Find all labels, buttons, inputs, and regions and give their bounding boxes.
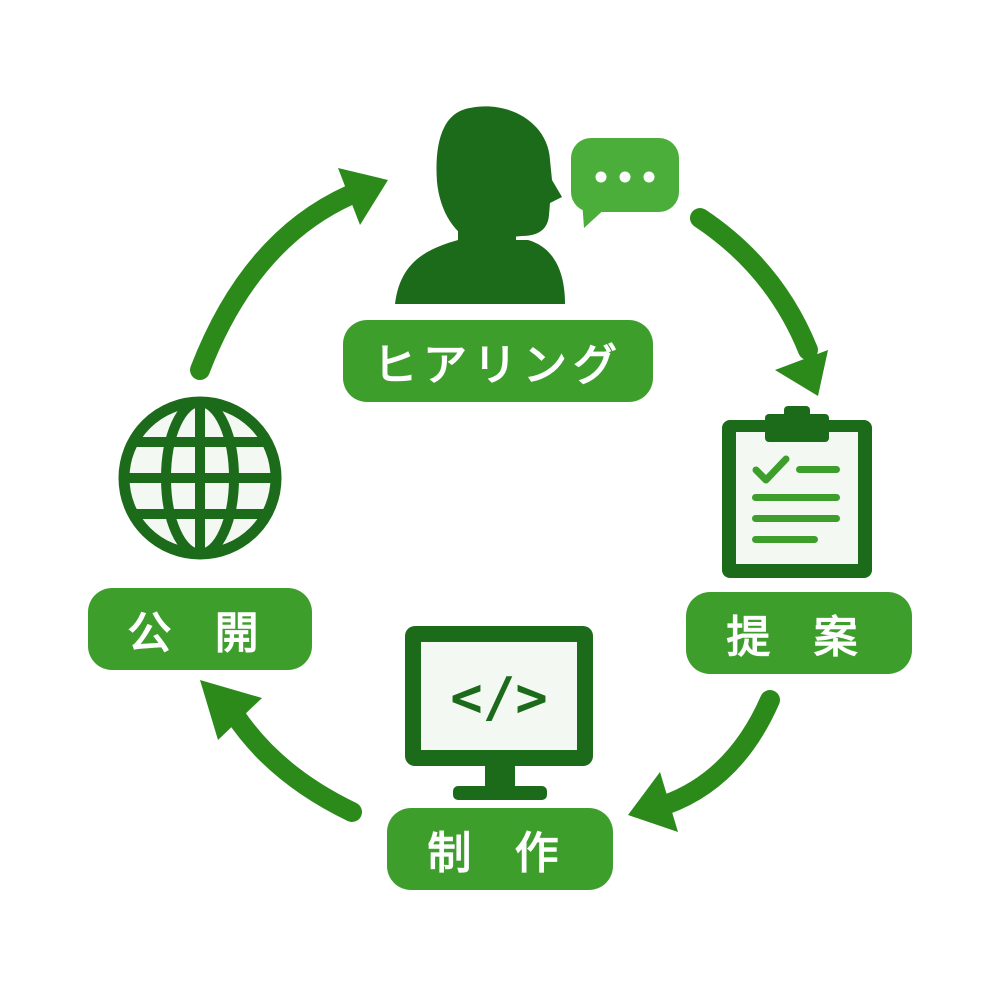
arrow-proposal-to-production (628, 690, 780, 832)
person-speech-icon (395, 106, 679, 304)
monitor-code-icon: </> (405, 626, 593, 800)
step-label-hearing: ヒアリング (343, 320, 653, 402)
code-symbol-text: </> (450, 666, 548, 729)
globe-icon (118, 396, 282, 560)
clipboard-checklist-icon (722, 406, 872, 578)
step-label-proposal: 提 案 (686, 592, 912, 674)
arrow-hearing-to-proposal (690, 208, 828, 396)
check-mark-icon (752, 455, 790, 484)
step-label-publish: 公 開 (88, 588, 312, 670)
speech-bubble-icon (571, 138, 679, 228)
person-icon (395, 106, 565, 304)
step-label-production: 制 作 (387, 808, 613, 890)
arrow-production-to-publish (200, 680, 362, 822)
arrow-publish-to-hearing (190, 168, 388, 380)
